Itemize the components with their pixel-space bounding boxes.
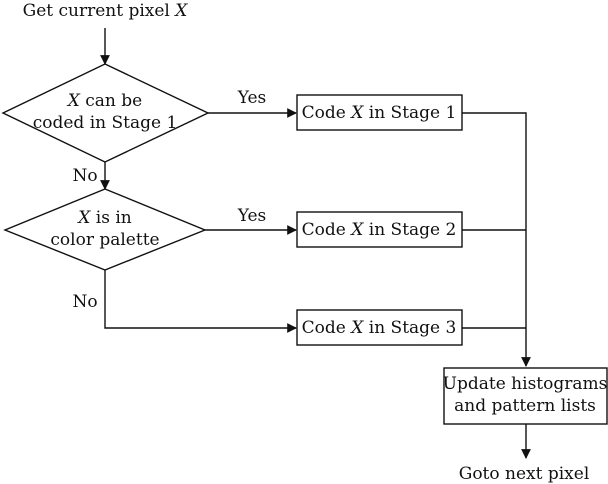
decision1-var: X bbox=[66, 91, 81, 111]
decision2-var: X bbox=[76, 208, 91, 228]
stage3-prefix: Code bbox=[302, 318, 352, 338]
update-box bbox=[443, 367, 608, 425]
decision1-rest: can be bbox=[80, 91, 142, 111]
stage2-box bbox=[296, 211, 463, 248]
stage3-var: X bbox=[349, 318, 364, 338]
decision2-line2: color palette bbox=[50, 230, 159, 250]
stage2-prefix: Code bbox=[302, 220, 352, 240]
start-label: Get current pixel X bbox=[23, 1, 189, 21]
stage2-suffix: in Stage 2 bbox=[363, 220, 456, 240]
edge-label-no-1: No bbox=[72, 166, 97, 186]
stage1-label: Code X in Stage 1 bbox=[302, 103, 457, 123]
decision2-diamond bbox=[3, 188, 207, 271]
update-line1: Update histograms bbox=[443, 374, 608, 394]
decision2-line1: X is in bbox=[76, 208, 132, 228]
stage1-box bbox=[296, 94, 463, 131]
start-text: Get current pixel bbox=[23, 1, 176, 21]
edge-stage1-to-update bbox=[462, 112, 531, 367]
decision1-line1: X can be bbox=[66, 91, 142, 111]
edge-label-yes-2: Yes bbox=[237, 206, 267, 226]
stage3-label: Code X in Stage 3 bbox=[302, 318, 457, 338]
edge-decision2-to-stage3 bbox=[104, 270, 297, 333]
start-var: X bbox=[173, 1, 188, 21]
stage1-prefix: Code bbox=[302, 103, 352, 123]
stage2-label: Code X in Stage 2 bbox=[302, 220, 457, 240]
edge-label-no-2: No bbox=[72, 292, 97, 312]
end-label: Goto next pixel bbox=[459, 464, 590, 484]
decision2-rest: is in bbox=[90, 208, 131, 228]
edge-label-yes-1: Yes bbox=[237, 88, 267, 108]
stage3-box bbox=[296, 309, 463, 346]
stage2-var: X bbox=[349, 220, 364, 240]
stage1-suffix: in Stage 1 bbox=[363, 103, 456, 123]
decision1-diamond bbox=[1, 63, 210, 163]
stage1-var: X bbox=[349, 103, 364, 123]
update-line2: and pattern lists bbox=[454, 396, 596, 416]
stage3-suffix: in Stage 3 bbox=[363, 318, 456, 338]
decision1-line2: coded in Stage 1 bbox=[33, 113, 178, 133]
